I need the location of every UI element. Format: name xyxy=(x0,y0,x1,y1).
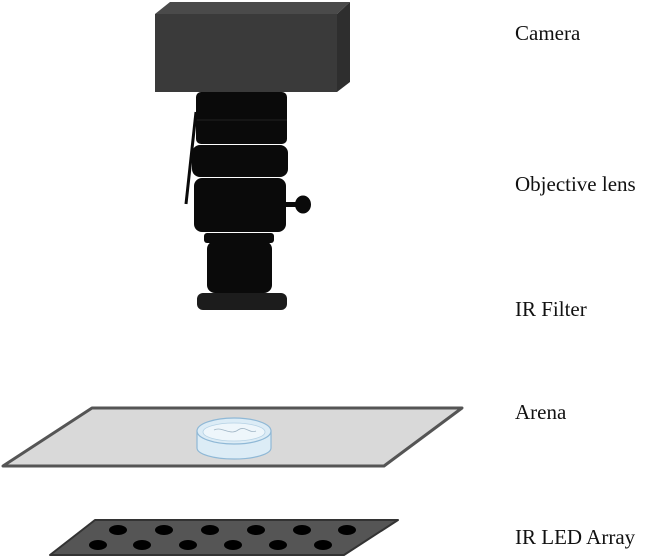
camera-side-face xyxy=(337,2,350,92)
lens-knob xyxy=(295,195,311,214)
lens-lower-barrel xyxy=(207,241,272,293)
label-ir-led-array: IR LED Array xyxy=(515,525,636,549)
lens-iris-ring xyxy=(194,178,286,232)
led-10 xyxy=(224,540,242,550)
label-camera: Camera xyxy=(515,21,581,45)
label-arena: Arena xyxy=(515,400,567,424)
led-9 xyxy=(179,540,197,550)
led-dots xyxy=(89,525,356,550)
led-4 xyxy=(247,525,265,535)
camera-top-face xyxy=(155,2,350,14)
lens-lever xyxy=(184,111,198,205)
led-8 xyxy=(133,540,151,550)
led-6 xyxy=(338,525,356,535)
led-11 xyxy=(269,540,287,550)
ir-filter-icon xyxy=(197,293,287,310)
lens-neck xyxy=(204,233,274,243)
lens-upper-barrel xyxy=(196,92,287,144)
led-12 xyxy=(314,540,332,550)
led-2 xyxy=(155,525,173,535)
camera-front-face xyxy=(155,14,337,92)
led-1 xyxy=(109,525,127,535)
arena-icon xyxy=(1,406,464,468)
led-3 xyxy=(201,525,219,535)
led-7 xyxy=(89,540,107,550)
lens-focus-ring xyxy=(192,145,288,177)
lens-knob-shaft xyxy=(286,202,302,207)
label-ir-filter: IR Filter xyxy=(515,297,587,321)
camera-icon xyxy=(155,2,350,92)
ir-led-array-icon xyxy=(49,519,399,556)
petri-dish-icon xyxy=(196,417,272,460)
objective-lens-icon xyxy=(184,92,311,293)
dish-specimen xyxy=(213,428,257,433)
ir-filter-disc xyxy=(197,293,287,310)
label-objective-lens: Objective lens xyxy=(515,172,636,196)
led-5 xyxy=(293,525,311,535)
